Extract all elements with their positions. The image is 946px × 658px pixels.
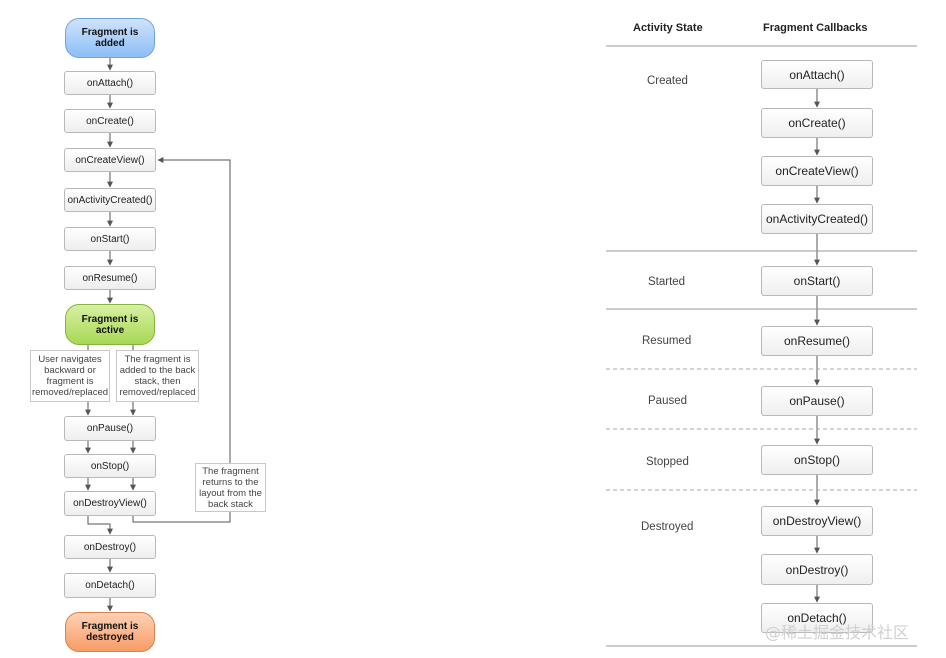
note-user-navigates-back: User navigates backward or fragment is r… [30,350,110,402]
state-destroyed: Destroyed [641,521,694,533]
header-fragment-callbacks: Fragment Callbacks [763,22,868,34]
header-activity-state: Activity State [633,22,703,34]
onattach-box: onAttach() [64,71,156,95]
state-created: Created [647,75,688,87]
state-paused: Paused [648,395,688,407]
watermark-text: @稀土掘金技术社区 [765,623,910,642]
note-returns-from-back-stack: The fragment returns to the layout from … [195,463,266,512]
ondetach-box: onDetach() [64,573,156,598]
callback-oncreate: onCreate() [761,108,873,138]
callback-ondestroy: onDestroy() [761,554,873,585]
onresume-box: onResume() [64,266,156,290]
callback-ondetach: onDetach() [761,603,873,633]
callback-onstart: onStart() [761,266,873,296]
state-stopped: Stopped [646,456,689,468]
oncreateview-box: onCreateView() [64,148,156,172]
onactivitycreated-box: onActivityCreated() [64,188,156,212]
callback-oncreateview: onCreateView() [761,156,873,186]
ondestroyview-box: onDestroyView() [64,491,156,516]
callback-onstop: onStop() [761,445,873,475]
note-added-to-back-stack: The fragment is added to the back stack,… [116,350,199,402]
state-started: Started [648,276,686,288]
callback-onresume: onResume() [761,326,873,356]
onstart-box: onStart() [64,227,156,251]
fragment-destroyed-node: Fragment is destroyed [65,612,155,652]
fragment-added-node: Fragment is added [65,18,155,58]
oncreate-box: onCreate() [64,109,156,133]
onstop-box: onStop() [64,454,156,478]
callback-ondestroyview: onDestroyView() [761,506,873,536]
callback-onattach: onAttach() [761,60,873,89]
state-resumed: Resumed [642,335,692,347]
ondestroy-box: onDestroy() [64,535,156,559]
fragment-active-node: Fragment is active [65,304,155,345]
callback-onactivitycreated: onActivityCreated() [761,204,873,234]
callback-onpause: onPause() [761,386,873,416]
onpause-box: onPause() [64,416,156,441]
